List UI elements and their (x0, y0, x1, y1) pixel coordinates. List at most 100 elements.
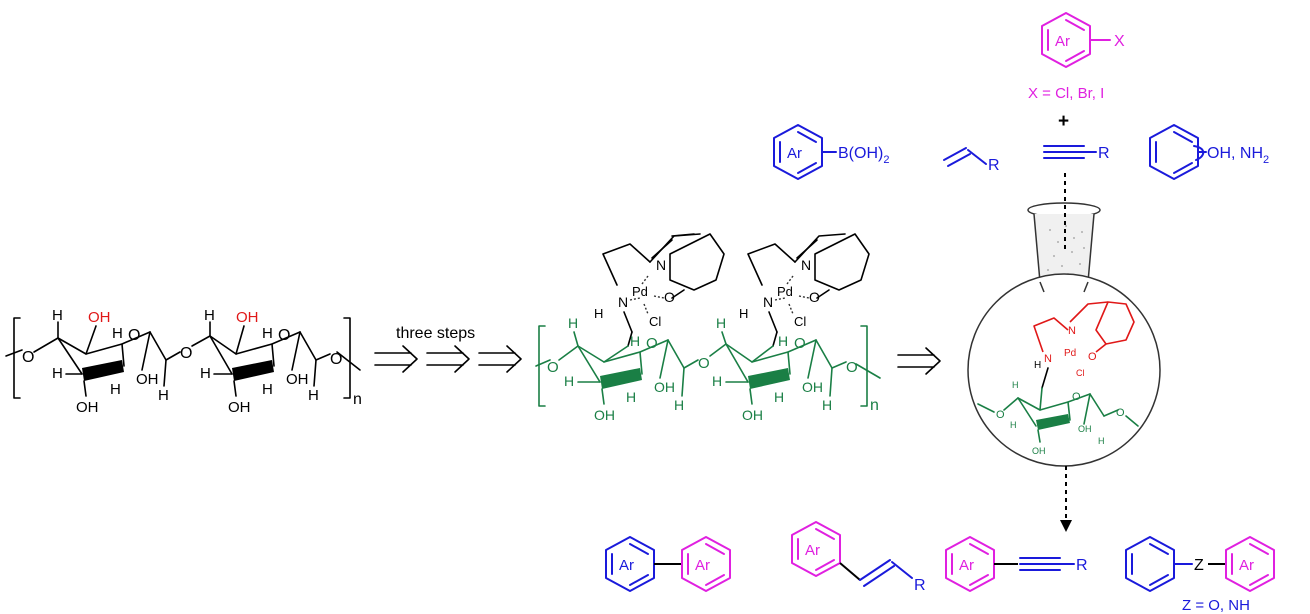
h-atom: H (52, 307, 63, 324)
three-steps-label: three steps (396, 325, 475, 342)
styrene-product: Ar R (791, 521, 926, 594)
o-atom: O (664, 289, 675, 305)
ring-o-atom: O (128, 327, 140, 344)
support-repeat-n: n (870, 397, 879, 414)
h-atom: H (52, 365, 63, 382)
three-steps-arrows: three steps (374, 325, 522, 373)
reaction-flask: N N Pd O Cl H O O H H OH OH H (967, 173, 1161, 532)
o-atom: O (22, 349, 34, 366)
h-atom: H (1034, 360, 1041, 371)
boronic-acid-label: B(OH)2 (838, 145, 889, 166)
h-atom: H (712, 373, 722, 389)
ring-o-atom: O (1072, 391, 1081, 403)
h-atom: H (774, 389, 784, 405)
alkyne-product: Ar R (945, 536, 1088, 592)
o-atom: O (996, 409, 1005, 421)
n-atom: N (763, 294, 773, 310)
ar-label: Ar (695, 557, 710, 574)
n-atom: N (618, 294, 628, 310)
pd-atom: Pd (777, 284, 793, 299)
r-group: R (914, 577, 926, 594)
aryl-halide: Ar X X = Cl, Br, I + (1028, 12, 1125, 132)
o-atom: O (809, 289, 820, 305)
n-atom: N (656, 257, 666, 273)
ring-oh: OH (654, 379, 675, 395)
h-atom: H (568, 315, 578, 331)
ring-o-atom: O (646, 335, 658, 352)
flask-pd-complex: N N Pd O Cl H (1033, 301, 1135, 389)
ring-oh: OH (228, 399, 251, 416)
h-atom: H (1012, 380, 1019, 390)
alkyne: R (1043, 145, 1110, 162)
pd-atom: Pd (632, 284, 648, 299)
h-atom: H (1010, 420, 1017, 430)
ring-oh: OH (1078, 424, 1092, 434)
h-atom: H (308, 387, 319, 404)
r-group: R (988, 157, 1000, 174)
ar-label: Ar (787, 145, 802, 162)
n-atom: N (1044, 353, 1052, 365)
ar-label: Ar (619, 557, 634, 574)
o-atom: O (846, 359, 858, 376)
ring-oh: OH (286, 371, 309, 388)
x-definition: X = Cl, Br, I (1028, 85, 1104, 102)
phenol-aniline: OH, NH2 (1149, 124, 1269, 180)
ar-label: Ar (1239, 557, 1254, 574)
cellulose-structure: n O O H OH H H OH H OH H (5, 307, 362, 416)
ring-o-atom: O (794, 335, 806, 352)
ring-oh: OH (742, 407, 763, 423)
r-group: R (1098, 145, 1110, 162)
process-arrow (897, 347, 941, 375)
h-atom: H (716, 315, 726, 331)
glycosidic-o-atom: O (180, 345, 192, 362)
z-atom: Z (1194, 557, 1204, 574)
h-atom: H (630, 333, 640, 349)
h-atom: H (112, 325, 123, 342)
pd-complex-2: N N Pd O Cl H (739, 233, 870, 347)
o-atom: O (1088, 351, 1097, 363)
cellulose-repeat-n: n (353, 391, 362, 408)
h-atom: H (110, 381, 121, 398)
ring-oh: OH (594, 407, 615, 423)
h-atom: H (626, 389, 636, 405)
h-atom: H (262, 381, 273, 398)
h-atom: H (778, 333, 788, 349)
cl-atom: Cl (794, 314, 806, 329)
h-atom: H (594, 306, 603, 321)
cl-atom: Cl (1076, 368, 1085, 378)
h-atom: H (674, 397, 684, 413)
alkene: R (943, 147, 1000, 174)
h-atom: H (1098, 436, 1105, 446)
h-atom: H (200, 365, 211, 382)
n-atom: N (1068, 325, 1076, 337)
h-atom: H (158, 387, 169, 404)
h-atom: H (204, 307, 215, 324)
o-atom: O (1116, 407, 1125, 419)
ring-oh: OH (802, 379, 823, 395)
aryl-boronic-acid: Ar B(OH)2 (773, 124, 889, 180)
hydroxyl-oh: OH (236, 309, 259, 326)
cl-atom: Cl (649, 314, 661, 329)
ring-oh: OH (76, 399, 99, 416)
h-atom: H (739, 306, 748, 321)
diaryl-ether-amine-product: Z Ar Z = O, NH (1125, 536, 1275, 614)
o-atom: O (330, 351, 342, 368)
z-definition: Z = O, NH (1182, 597, 1250, 614)
nucleophile-label: OH, NH2 (1207, 145, 1269, 166)
ring-oh: OH (136, 371, 159, 388)
ar-label: Ar (1055, 33, 1070, 50)
r-group: R (1076, 557, 1088, 574)
ar-label: Ar (959, 557, 974, 574)
pd-atom: Pd (1064, 348, 1076, 359)
plus-sign: + (1058, 111, 1069, 132)
ring-oh: OH (1032, 446, 1046, 456)
hydroxyl-oh: OH (88, 309, 111, 326)
green-glucose-unit-2: O H H H OH H OH H O (709, 315, 858, 423)
biaryl-product: Ar Ar (605, 536, 731, 592)
glycosidic-o-atom: O (698, 355, 710, 372)
n-atom: N (801, 257, 811, 273)
h-atom: H (262, 325, 273, 342)
h-atom: H (822, 397, 832, 413)
h-atom: H (564, 373, 574, 389)
